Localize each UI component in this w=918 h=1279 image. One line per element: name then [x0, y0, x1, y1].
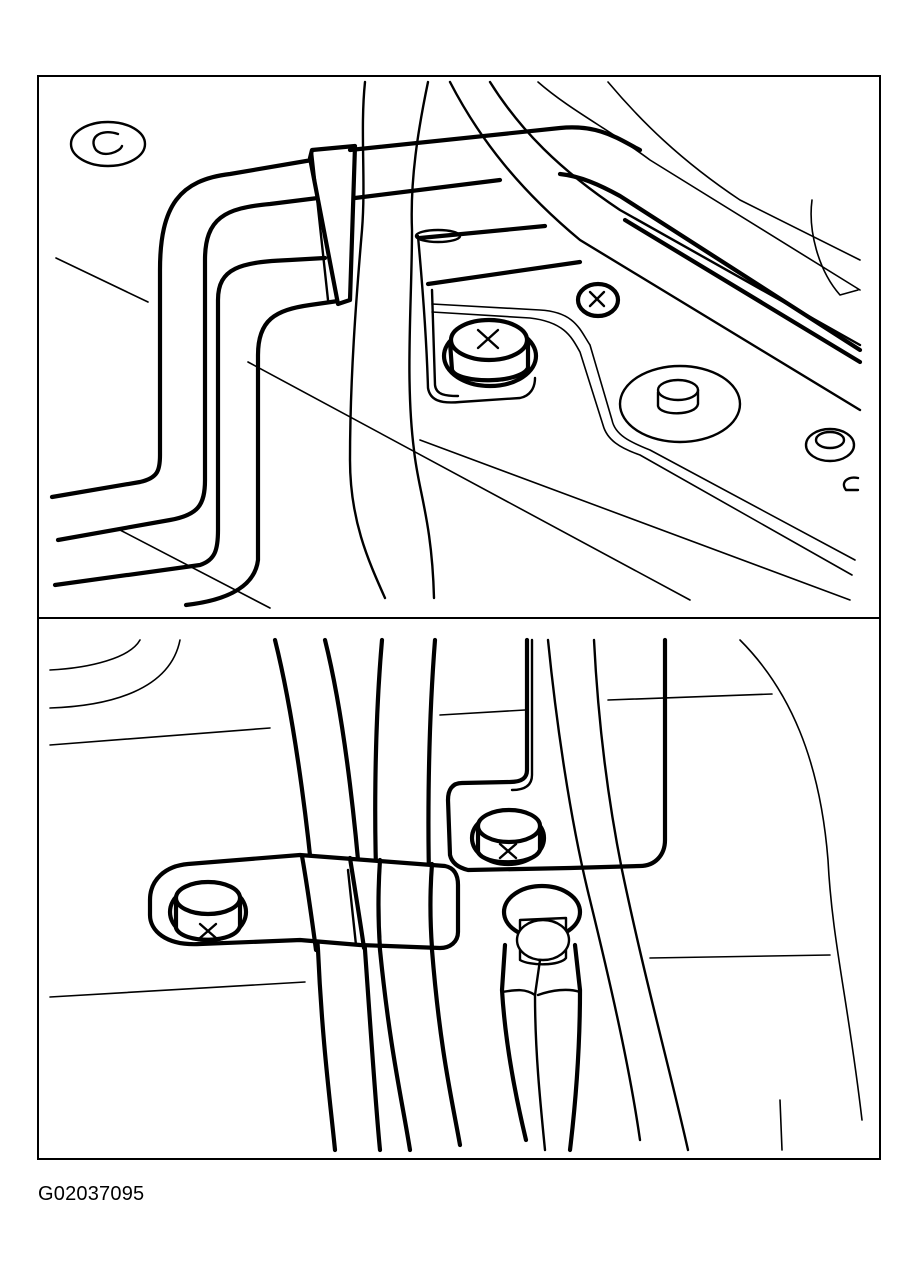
brake-line-3: [52, 255, 328, 588]
connector: [499, 883, 583, 1153]
brake-line-1: [49, 157, 315, 500]
bolt-bottom-right: [469, 807, 547, 867]
bolt-bottom-left: [167, 879, 249, 943]
bolt-top: [441, 317, 539, 389]
top-panel: [49, 80, 863, 609]
bottom-panel: [49, 637, 863, 1153]
hose-vertical-1: [348, 80, 387, 600]
brake-line-2: [55, 195, 321, 543]
hose-vertical-2: [408, 80, 436, 600]
brake-line-4: [183, 297, 348, 608]
figure-id-label: G02037095: [38, 1183, 145, 1205]
screw-top: [575, 281, 621, 319]
stud-grommet: [618, 364, 742, 444]
